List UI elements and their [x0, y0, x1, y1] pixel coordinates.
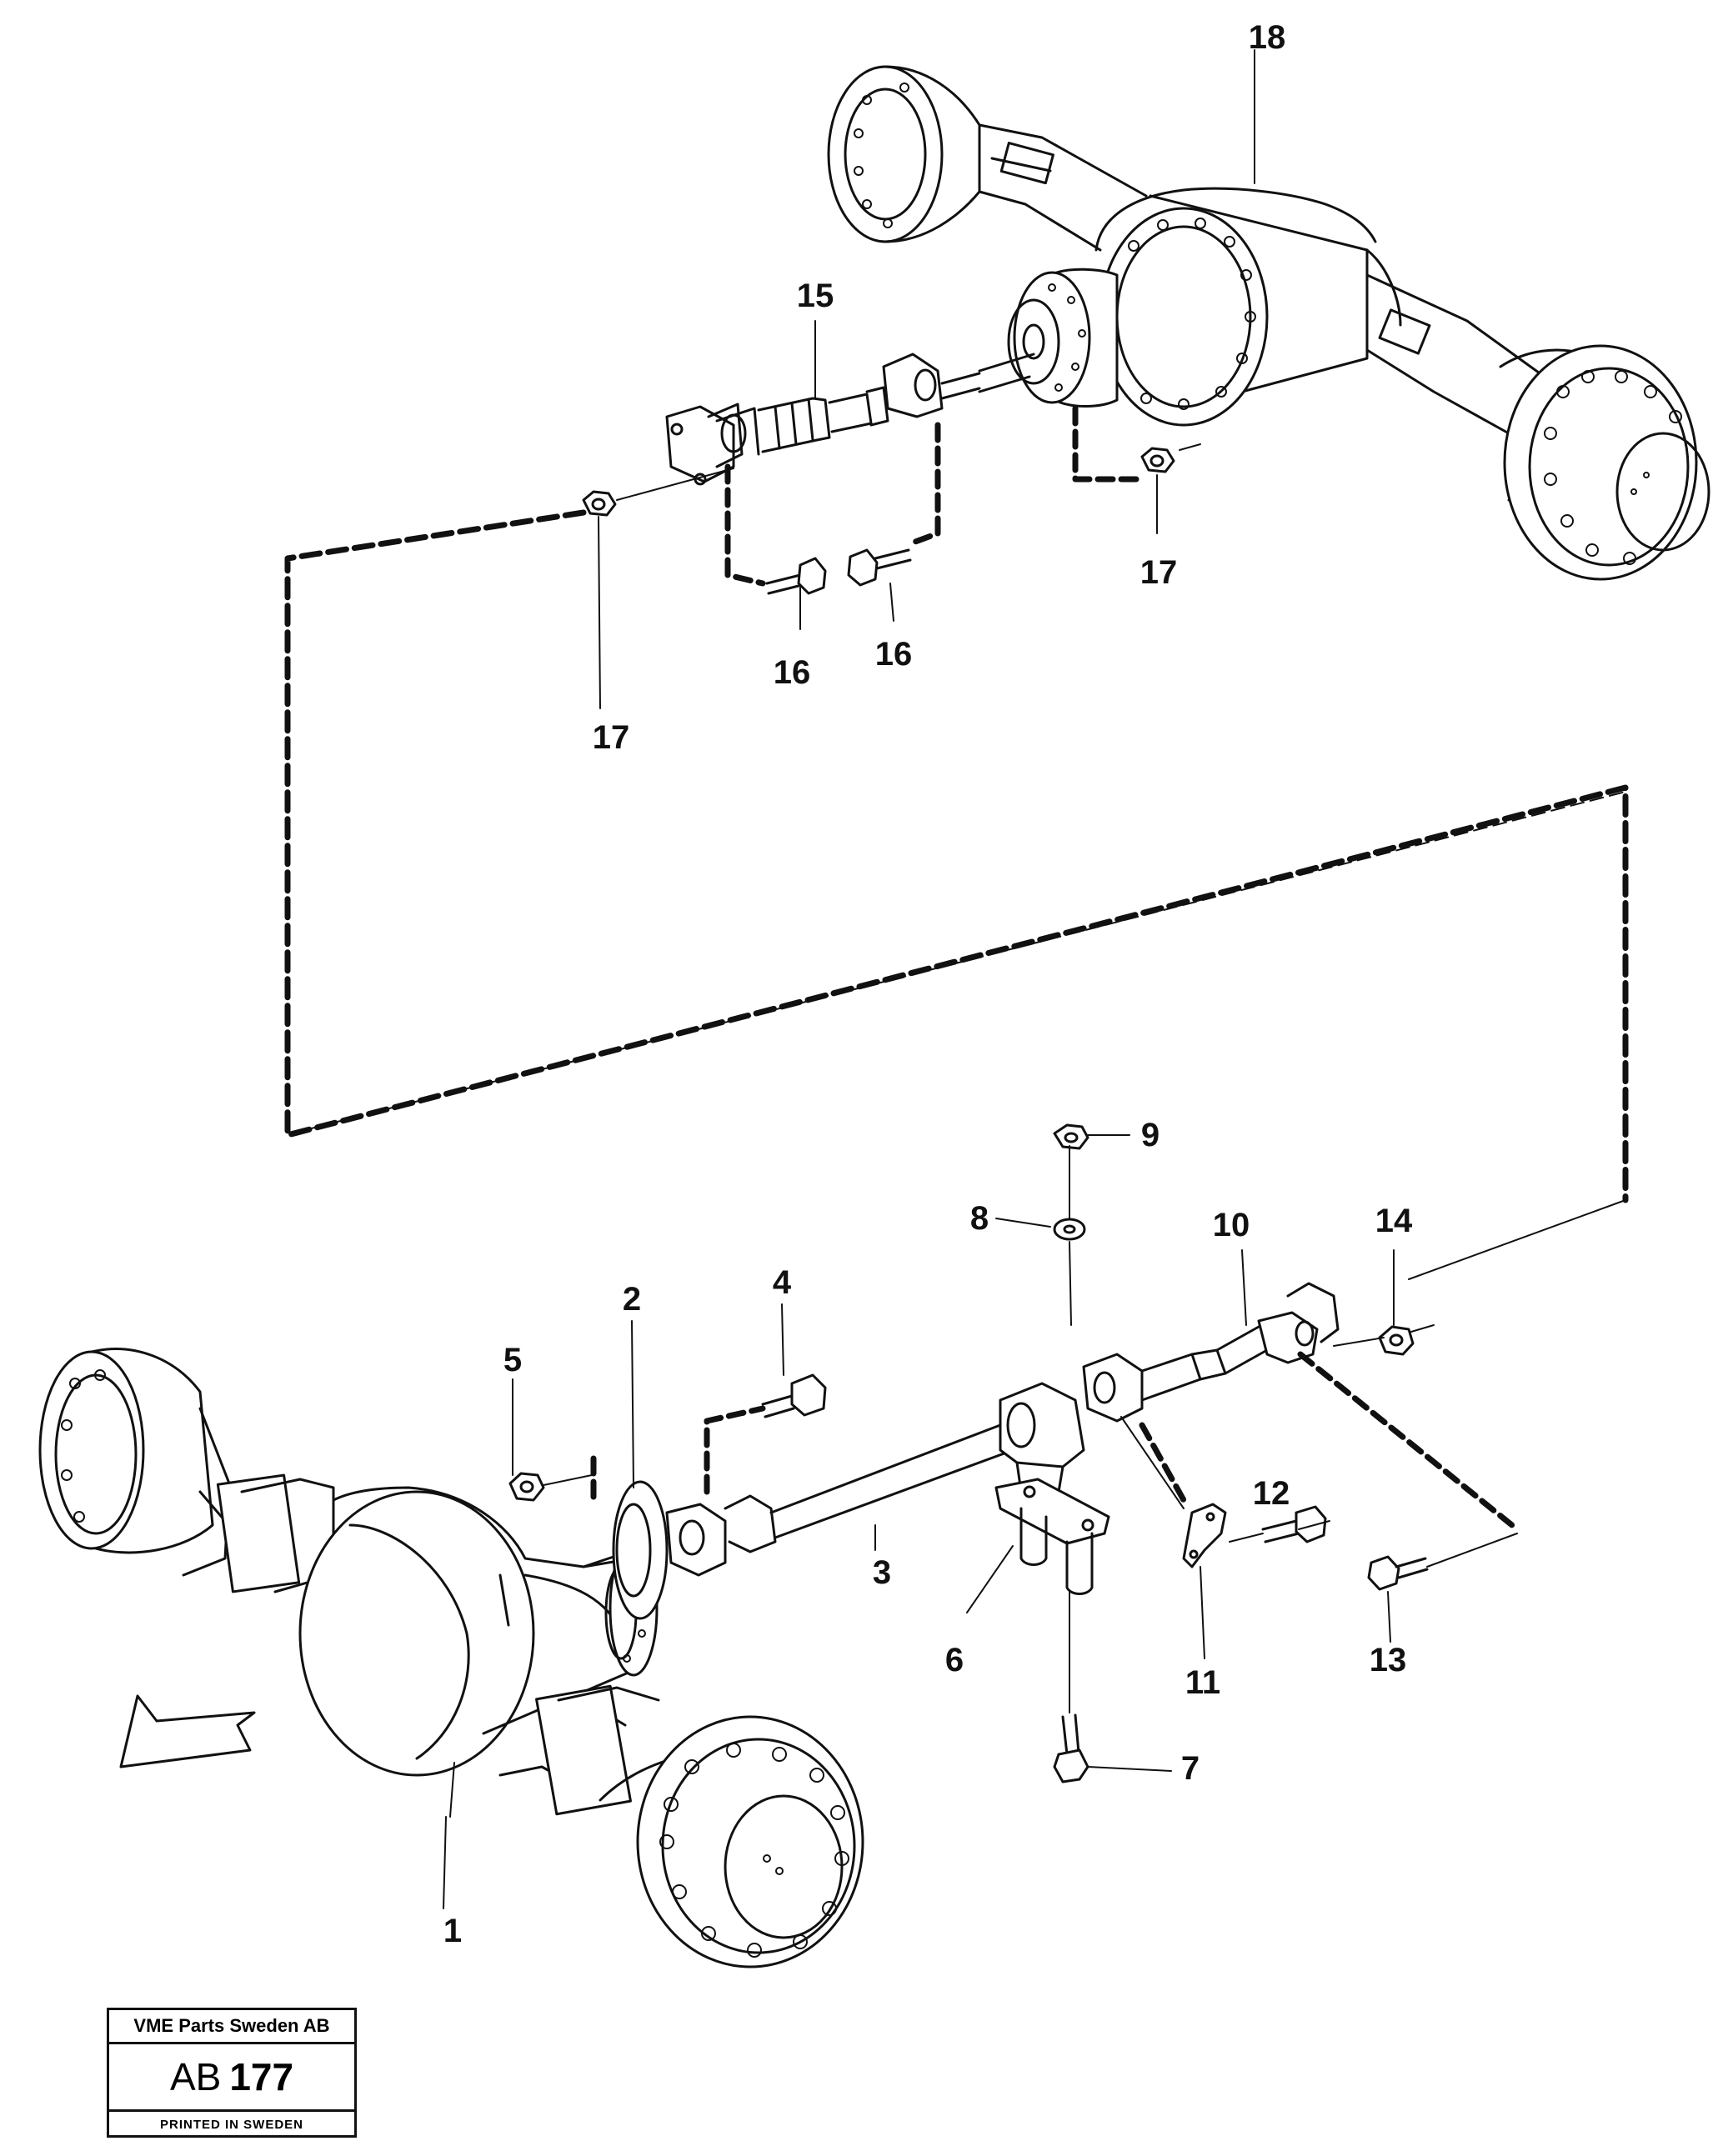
stamp-code-number: 177: [229, 2055, 294, 2098]
stamp-footer: PRINTED IN SWEDEN: [159, 2117, 303, 2132]
upper-fasteners: [582, 447, 1175, 595]
upper-dash-lines: [724, 405, 1141, 587]
upper-leaders: [598, 49, 1255, 709]
callout-7: 7: [1181, 1750, 1200, 1787]
callout-13: 13: [1370, 1642, 1407, 1678]
callout-labels: 18 15 17 16 16 17 9 8 10 14 4 2 5 12 3 6…: [443, 19, 1413, 1949]
callout-16-left: 16: [774, 654, 811, 691]
callout-17-left: 17: [593, 719, 630, 756]
lower-propeller-shaft: [612, 1282, 1340, 1620]
front-axle: [38, 1348, 864, 1968]
callout-4: 4: [773, 1264, 792, 1301]
callout-9: 9: [1141, 1117, 1160, 1153]
callout-14: 14: [1375, 1203, 1413, 1239]
callout-6: 6: [945, 1642, 964, 1678]
callout-2: 2: [623, 1281, 641, 1318]
stamp-company: VME Parts Sweden AB: [109, 2010, 354, 2044]
upper-propeller-shaft: [665, 353, 1035, 486]
mounting-bracket: [994, 1478, 1110, 1595]
callout-16-right: 16: [875, 636, 913, 673]
rear-axle: [827, 65, 1710, 581]
callout-11: 11: [1185, 1664, 1220, 1701]
callout-1: 1: [443, 1913, 462, 1949]
callout-3: 3: [873, 1554, 891, 1591]
callout-17-right: 17: [1140, 554, 1178, 591]
callout-10: 10: [1213, 1207, 1250, 1243]
lower-fasteners: [508, 1123, 1429, 1783]
connection-frame-leader: [1408, 1199, 1626, 1280]
callout-15: 15: [797, 278, 834, 314]
callout-18: 18: [1249, 19, 1286, 56]
callout-12: 12: [1253, 1475, 1290, 1512]
callout-8: 8: [970, 1200, 989, 1237]
connection-frame-inner: [291, 791, 1626, 1134]
publisher-stamp: VME Parts Sweden AB AB 177 PRINTED IN SW…: [107, 2008, 357, 2138]
lower-dash-lines: [590, 1351, 1520, 1533]
callout-5: 5: [503, 1342, 522, 1378]
stamp-code-prefix: AB: [169, 2055, 222, 2098]
stamp-code: AB 177: [109, 2044, 354, 2112]
direction-arrow-icon: [119, 1694, 256, 1768]
lower-leaders: [443, 1134, 1518, 1909]
connection-frame: [284, 509, 1629, 1203]
